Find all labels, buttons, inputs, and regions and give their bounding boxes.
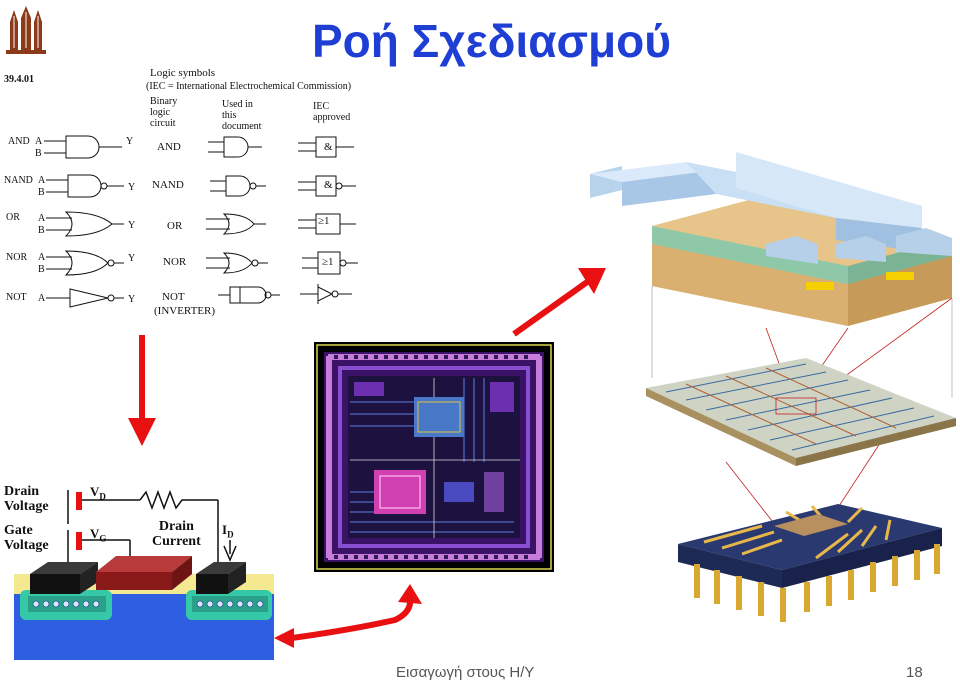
row-or-label: OR bbox=[167, 220, 183, 232]
row-or-out: Y bbox=[128, 220, 136, 231]
row-and-in-a: A bbox=[35, 136, 43, 147]
and-doc-icon bbox=[208, 136, 262, 158]
table-subheading: (IEC = International Electrochemical Com… bbox=[146, 81, 352, 92]
row-and-in-b: B bbox=[35, 148, 42, 159]
row-nand-in-a: A bbox=[38, 175, 46, 186]
row-and-label: AND bbox=[157, 141, 181, 153]
row-not-label2: (INVERTER) bbox=[154, 305, 216, 317]
iec-nor-icon bbox=[302, 251, 358, 275]
row-nand-name: NAND bbox=[4, 175, 33, 186]
arrow-up-right-icon bbox=[512, 268, 606, 337]
row-not-label: NOT bbox=[162, 291, 185, 303]
nor-circuit-icon bbox=[46, 250, 124, 276]
nor-doc-icon bbox=[206, 252, 268, 274]
gate-symbols bbox=[44, 135, 358, 308]
not-circuit-icon bbox=[46, 288, 124, 308]
iec-not-icon bbox=[300, 284, 352, 304]
row-and-out: Y bbox=[126, 136, 134, 147]
vd-label: VD bbox=[90, 484, 106, 502]
row-not-in-a: A bbox=[38, 293, 46, 304]
page-number: 18 bbox=[906, 664, 923, 681]
iec-and-text: & bbox=[324, 141, 333, 153]
row-and-name: AND bbox=[8, 136, 30, 147]
nand-circuit-icon bbox=[46, 174, 124, 198]
iec-nand-icon bbox=[298, 175, 356, 197]
row-nor-in-b: B bbox=[38, 264, 45, 275]
table-heading: Logic symbols bbox=[150, 67, 216, 79]
iec-and-icon bbox=[298, 136, 354, 158]
vg-label: VG bbox=[90, 526, 107, 544]
logo-icon bbox=[4, 4, 48, 56]
not-doc-icon bbox=[218, 286, 280, 304]
id-label: ID bbox=[222, 522, 234, 540]
row-or-in-b: B bbox=[38, 225, 45, 236]
row-or-name: OR bbox=[6, 212, 20, 223]
row-nand-in-b: B bbox=[38, 187, 45, 198]
iec-or-text: ≥1 bbox=[318, 215, 330, 227]
row-not-name: NOT bbox=[6, 292, 27, 303]
row-or-in-a: A bbox=[38, 213, 46, 224]
ic-exploded-view-image bbox=[590, 152, 956, 622]
chip-layout-image bbox=[314, 342, 554, 572]
arrow-curve-icon bbox=[274, 584, 422, 648]
or-doc-icon bbox=[206, 213, 266, 235]
iec-nor-text: ≥1 bbox=[322, 256, 334, 268]
cross-section bbox=[590, 152, 952, 326]
and-circuit-icon bbox=[44, 135, 122, 159]
transistor-diagram bbox=[14, 489, 274, 660]
table-date: 39.4.01 bbox=[4, 74, 34, 85]
row-nor-label: NOR bbox=[163, 256, 187, 268]
nand-doc-icon bbox=[210, 175, 266, 197]
iec-or-icon bbox=[298, 213, 356, 235]
slide-footer: Εισαγωγή στους Η/Υ bbox=[396, 664, 535, 681]
slide-title: Ροή Σχεδιασμού bbox=[312, 15, 672, 67]
row-nor-in-a: A bbox=[38, 252, 46, 263]
die bbox=[646, 358, 956, 466]
row-nand-label: NAND bbox=[152, 179, 184, 191]
row-nor-name: NOR bbox=[6, 252, 28, 263]
row-nand-out: Y bbox=[128, 182, 136, 193]
or-circuit-icon bbox=[46, 211, 124, 237]
package bbox=[678, 504, 942, 622]
arrow-down-icon bbox=[128, 335, 156, 446]
university-logo bbox=[4, 4, 48, 56]
iec-nand-text: & bbox=[324, 179, 333, 191]
row-nor-out: Y bbox=[128, 253, 136, 264]
row-not-out: Y bbox=[128, 294, 136, 305]
